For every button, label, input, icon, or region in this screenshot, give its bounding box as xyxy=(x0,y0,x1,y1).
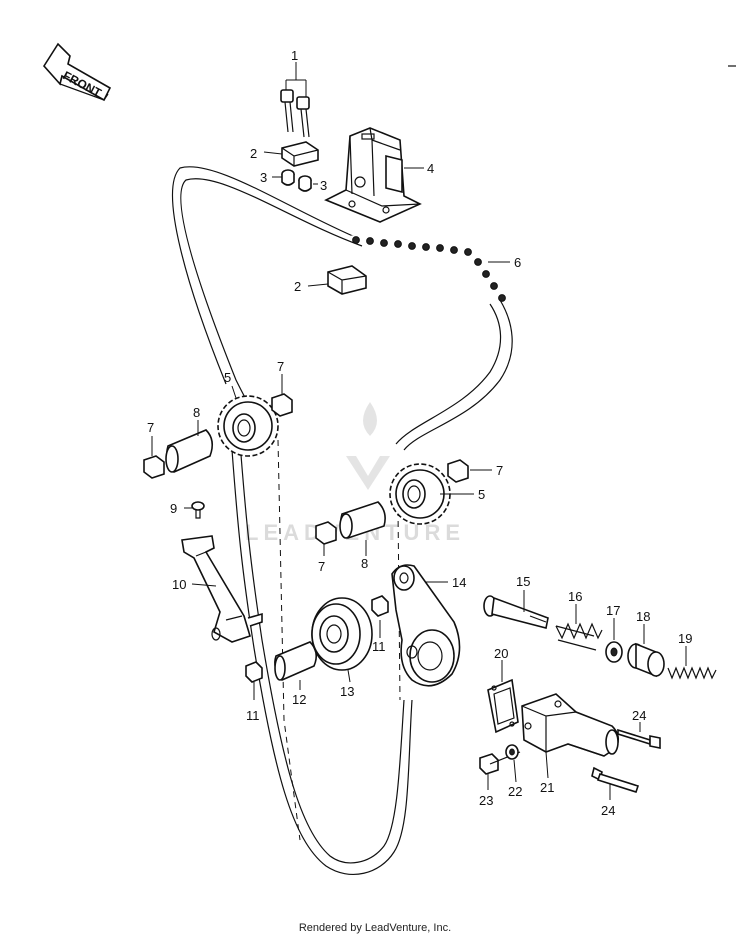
gasket-part xyxy=(487,678,519,734)
tensioner-housing-part xyxy=(521,693,620,757)
sprocket-shaft-left xyxy=(165,429,214,473)
callout-7-upper: 7 xyxy=(277,359,284,374)
bolt-pair-part xyxy=(280,89,310,138)
callout-6: 6 xyxy=(514,255,521,270)
flange-bolt-upper-part xyxy=(617,728,661,749)
spring-part-small xyxy=(667,666,717,680)
callout-18: 18 xyxy=(636,609,650,624)
callout-numbers: 1 2 3 3 4 6 2 7 5 7 8 7 5 9 8 7 10 14 15… xyxy=(147,48,692,818)
guide-roller-part xyxy=(311,597,373,671)
damper-small-parts xyxy=(245,595,389,683)
callout-21: 21 xyxy=(540,780,554,795)
callout-15: 15 xyxy=(516,574,530,589)
tensioner-cap-part xyxy=(627,642,665,678)
callout-23: 23 xyxy=(479,793,493,808)
callout-7-lower: 7 xyxy=(318,559,325,574)
callout-7-left: 7 xyxy=(147,420,154,435)
callout-3-right: 3 xyxy=(320,178,327,193)
sprocket-shaft-right xyxy=(339,501,386,539)
callout-8-right: 8 xyxy=(361,556,368,571)
callout-22: 22 xyxy=(508,784,522,799)
chain-guide-block-lower xyxy=(327,265,367,295)
footer-credit: Rendered by LeadVenture, Inc. xyxy=(298,922,452,934)
tensioner-push-rod-part xyxy=(483,595,549,629)
watermark-flame-icon xyxy=(363,402,377,436)
spring-part xyxy=(555,622,603,651)
chain-guide-arm-part xyxy=(181,535,263,643)
nut-part xyxy=(605,641,623,663)
idler-sprocket-left xyxy=(217,395,279,457)
chain-guide-block-upper xyxy=(281,141,319,167)
leader-lines xyxy=(151,62,687,800)
callout-11-left: 11 xyxy=(246,708,260,723)
callout-12: 12 xyxy=(292,692,306,707)
callout-4: 4 xyxy=(427,161,434,176)
tensioner-arm-part xyxy=(391,564,461,687)
callout-11-right: 11 xyxy=(372,639,386,654)
callout-10: 10 xyxy=(172,577,186,592)
callout-2-upper: 2 xyxy=(250,146,257,161)
callout-14: 14 xyxy=(452,575,466,590)
callout-16: 16 xyxy=(568,589,582,604)
callout-8-left: 8 xyxy=(193,405,200,420)
callout-13: 13 xyxy=(340,684,354,699)
callout-17: 17 xyxy=(606,603,620,618)
front-arrow-icon: FRONT xyxy=(43,42,112,102)
callout-24-lower: 24 xyxy=(601,803,615,818)
collar-part xyxy=(281,169,312,192)
roller-chain-part xyxy=(349,235,511,303)
guide-roller-shaft-part xyxy=(274,641,318,681)
damper-block-parts xyxy=(143,393,469,545)
callout-7-right: 7 xyxy=(496,463,503,478)
callout-9: 9 xyxy=(170,501,177,516)
callout-5-left: 5 xyxy=(224,370,231,385)
callout-2-lower: 2 xyxy=(294,279,301,294)
flange-bolt-lower-part xyxy=(591,766,640,793)
callout-3-left: 3 xyxy=(260,170,267,185)
idler-sprocket-right xyxy=(389,463,451,525)
screw-part xyxy=(191,501,205,519)
callout-5-right: 5 xyxy=(478,487,485,502)
washer-part xyxy=(505,744,519,760)
tensioner-bracket-part xyxy=(324,127,422,223)
callout-20: 20 xyxy=(494,646,508,661)
callout-24-upper: 24 xyxy=(632,708,646,723)
callout-19: 19 xyxy=(678,631,692,646)
callout-1: 1 xyxy=(291,48,298,63)
watermark-v-icon xyxy=(346,456,390,490)
